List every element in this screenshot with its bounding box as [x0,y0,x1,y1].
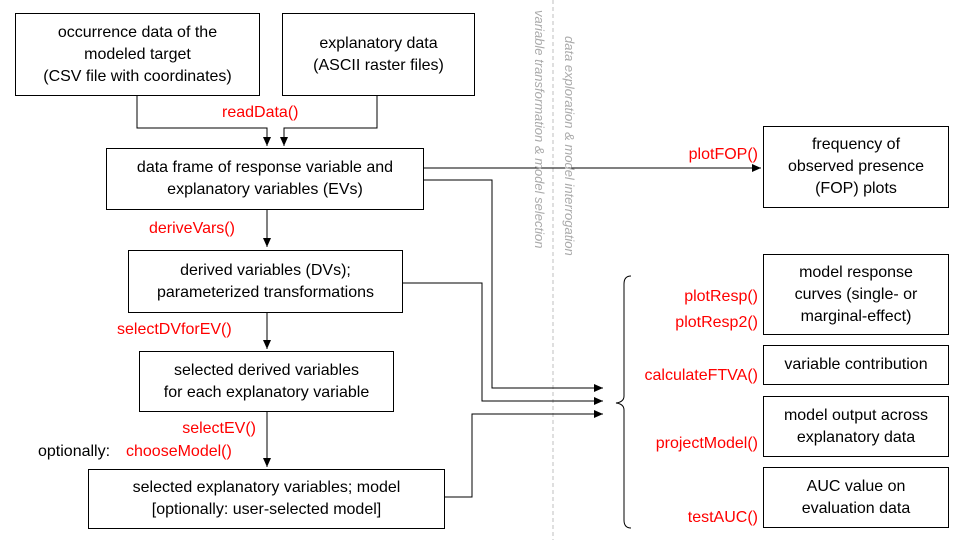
interrogation-bracket [615,275,632,529]
fn-testAUC-label: testAUC() [687,509,758,526]
derived-variables-box: derived variables (DVs); parameterized t… [128,250,403,313]
fn-calculateFTVA-label: calculateFTVA() [644,367,758,384]
auc-value-text: AUC value on evaluation data [801,477,911,517]
derived-variables-text: derived variables (DVs); parameterized t… [157,261,374,301]
section-label-left: variable transformation & model selectio… [532,10,547,249]
derived-to-interrogation-connector [403,282,603,405]
occurrence-data-text: occurrence data of the modeled target (C… [43,23,232,85]
selected-explanatory-variables-text: selected explanatory variables; model [o… [132,479,401,518]
selected-derived-variables-box: selected derived variables for each expl… [139,351,394,412]
selected-derived-variables-text: selected derived variables for each expl… [163,361,370,401]
response-curves-box: model response curves (single- or margin… [763,254,949,335]
fn-readData-label: readData() [222,104,299,121]
fn-selectDVforEV-label: selectDVforEV() [117,321,232,338]
dataframe-to-interrogation-connector [424,179,603,392]
model-to-interrogation-connector [445,410,603,498]
section-label-right: data exploration & model interrogation [562,36,577,256]
auc-value-box: AUC value on evaluation data [763,467,949,528]
optionally-label: optionally: [38,443,111,460]
fn-chooseModel-label: chooseModel() [126,443,232,460]
fn-projectModel-label: projectModel() [655,435,758,452]
model-output-text: model output across explanatory data [783,406,929,446]
fop-plots-text: frequency of observed presence (FOP) plo… [787,136,925,197]
explanatory-data-text: explanatory data (ASCII raster files) [313,34,444,74]
variable-contribution-text: variable contribution [784,356,928,373]
occurrence-data-box: occurrence data of the modeled target (C… [15,13,260,96]
fn-selectEV-label: selectEV() [182,420,256,437]
data-frame-box: data frame of response variable and expl… [106,148,424,210]
fn-plotResp-label: plotResp() [684,288,758,305]
fn-plotFOP-label: plotFOP() [688,146,758,163]
explanatory-data-box: explanatory data (ASCII raster files) [282,13,475,96]
data-frame-text: data frame of response variable and expl… [136,159,394,198]
fn-plotResp2-label: plotResp2() [675,314,758,331]
model-output-box: model output across explanatory data [763,396,949,457]
fn-deriveVars-label: deriveVars() [149,220,235,237]
fop-plots-box: frequency of observed presence (FOP) plo… [763,126,949,208]
response-curves-text: model response curves (single- or margin… [794,263,918,325]
occurrence-to-dataframe-connector [136,96,271,146]
selected-explanatory-variables-box: selected explanatory variables; model [o… [88,469,445,529]
variable-contribution-box: variable contribution [763,345,949,385]
explanatory-to-dataframe-connector [280,96,378,146]
